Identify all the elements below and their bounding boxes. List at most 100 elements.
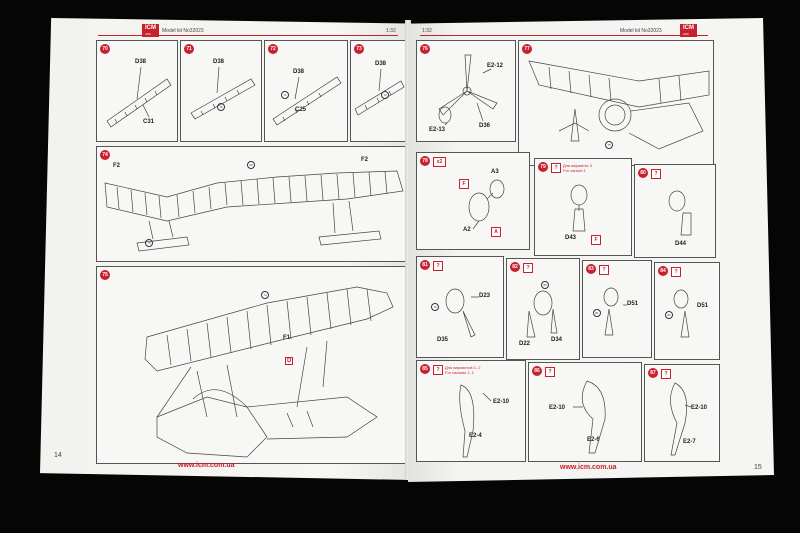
step-number: 76 (420, 44, 430, 54)
page-number: 15 (754, 464, 762, 471)
step-reference: 69 (247, 161, 255, 169)
model-kit-number: Model kit No32023 (620, 28, 662, 34)
step-80-panel: 80 ? D44 (634, 164, 716, 258)
part-label: A3 (491, 169, 499, 175)
biplane-nose-drawing (528, 60, 710, 150)
step-reference: 71 (281, 91, 289, 99)
biplane-assembly-drawing (144, 286, 394, 458)
step-reference: 79 (431, 303, 439, 311)
scale-label: 1:32 (422, 28, 432, 34)
step-number: 71 (184, 44, 194, 54)
step-number: 75 (100, 270, 110, 280)
strut-drawing (106, 66, 172, 128)
part-label: D51 (697, 303, 709, 309)
step-number: 78 (420, 156, 430, 166)
wheel-spat-drawing (570, 184, 588, 232)
quantity-badge: x2 (433, 157, 446, 167)
variant-badge: ? (661, 369, 671, 379)
variant-badge: ? (551, 163, 561, 173)
part-label: D38 (135, 59, 147, 65)
model-kit-number: Model kit No32023 (162, 28, 204, 34)
part-label: D43 (565, 235, 577, 241)
variant-note: Для вариантов 1, 2 For variants 1, 2 (445, 365, 481, 375)
step-75-panel: 75 74 F1 D (96, 266, 408, 464)
variant-badge: ? (599, 265, 609, 275)
step-number: 80 (638, 168, 648, 178)
step-78-panel: 78 x2 A3 A2 F A (416, 152, 530, 250)
step-73-panel: 73 D38 72 (350, 40, 408, 142)
step-77-panel: 77 75 (518, 40, 714, 166)
step-reference: 81 (593, 309, 601, 317)
step-70-panel: 70 D38 C31 (96, 40, 178, 142)
step-number: 82 (510, 262, 520, 272)
step-reference: 74 (261, 291, 269, 299)
step-number: 86 (532, 366, 542, 376)
step-76-panel: 76 E2-12 E2-13 D36 (416, 40, 516, 142)
part-label: D23 (479, 293, 491, 299)
part-label: E2-10 (691, 405, 708, 411)
landing-gear-drawing (603, 287, 627, 336)
step-number: 70 (100, 44, 110, 54)
part-label: E2-6 (587, 437, 600, 443)
step-number: 84 (658, 266, 668, 276)
step-reference: 73 (145, 239, 153, 247)
step-reference: 80 (541, 281, 549, 289)
step-74-panel: 74 F2 F2 69 73 (96, 146, 408, 262)
variant-badge: ? (651, 169, 661, 179)
paint-code-badge: F (591, 235, 601, 245)
part-label: E2-13 (429, 127, 446, 133)
landing-gear-drawing (445, 288, 479, 338)
landing-gear-drawing (526, 290, 558, 338)
step-number: 73 (354, 44, 364, 54)
part-label: E2-10 (549, 405, 566, 411)
part-label: D38 (213, 59, 225, 65)
step-number: 72 (268, 44, 278, 54)
part-label: D44 (675, 241, 687, 247)
part-label: D22 (519, 341, 531, 347)
step-number: 77 (522, 44, 532, 54)
part-label: E2-12 (487, 63, 504, 69)
part-flag: D (285, 357, 294, 365)
wheel-fairing-drawing (573, 380, 606, 454)
part-label: D38 (293, 69, 305, 75)
wheel-spat-drawing (668, 190, 692, 236)
part-label: D38 (375, 61, 387, 67)
strut-drawing (354, 68, 405, 116)
step-84-panel: 84 ? D51 82 (654, 262, 720, 360)
variant-badge: ? (671, 267, 681, 277)
variant-note: Для варианта 3 For variant 3 (563, 163, 592, 173)
wheel-fairing-drawing (670, 382, 692, 456)
variant-badge: ? (433, 365, 443, 375)
step-number: 79 (538, 162, 548, 172)
part-label: D34 (551, 337, 563, 343)
landing-gear-drawing (673, 289, 690, 338)
propeller-drawing (438, 54, 498, 126)
step-79-panel: 79 ? Для варианта 3 For variant 3 D43 F (534, 158, 632, 256)
part-label: E2-4 (469, 433, 482, 439)
step-71-panel: 71 D38 70 (180, 40, 262, 142)
part-label: F2 (361, 157, 369, 163)
step-82-panel: 82 ? D22 D34 80 (506, 258, 580, 360)
variant-badge: ? (523, 263, 533, 273)
part-label: F2 (113, 163, 121, 169)
step-reference: 82 (665, 311, 673, 319)
step-number: 85 (420, 364, 430, 374)
step-83-panel: 83 ? D51 81 (582, 260, 652, 358)
step-number: 87 (648, 368, 658, 378)
part-label: D36 (479, 123, 491, 129)
variant-badge: ? (545, 367, 555, 377)
scale-label: 1:32 (386, 28, 396, 34)
part-label: A2 (463, 227, 471, 233)
website-url: www.icm.com.ua (178, 462, 235, 469)
part-label: F1 (283, 335, 291, 341)
strut-drawing (272, 76, 342, 126)
step-87-panel: 87 ? E2-10 E2-7 (644, 364, 720, 462)
step-number: 81 (420, 260, 430, 270)
step-81-panel: 81 ? D23 D35 79 (416, 256, 504, 358)
step-72-panel: 72 D38 C25 71 (264, 40, 348, 142)
